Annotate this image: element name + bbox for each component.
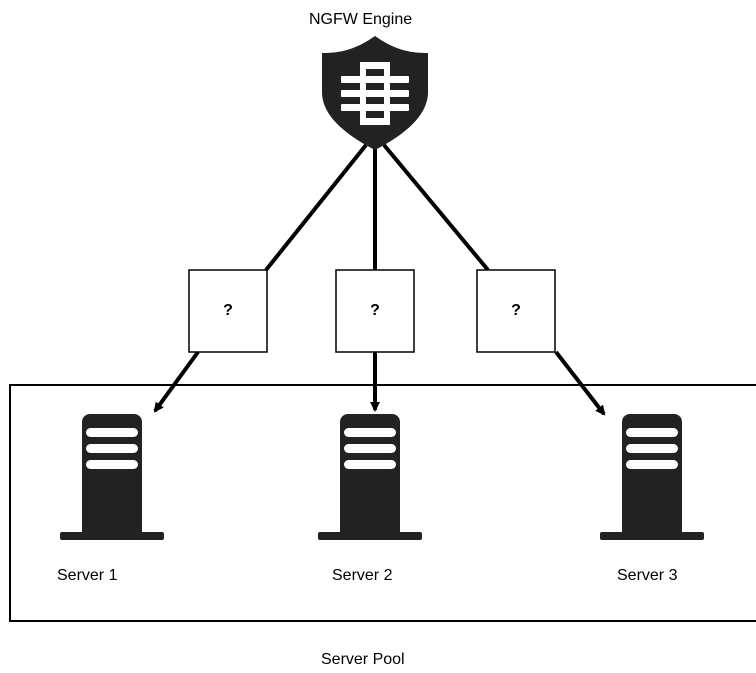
server-icon — [318, 414, 422, 540]
decision-label-1: ? — [223, 302, 233, 319]
server-label-2: Server 2 — [332, 567, 393, 584]
brick-wall-icon — [341, 62, 409, 125]
arrow-decision-1-server-1 — [153, 350, 200, 413]
connector-engine-decision-1 — [264, 143, 368, 272]
decision-label-3: ? — [511, 302, 521, 319]
server-pool-box — [9, 384, 756, 622]
decision-box-2 — [335, 269, 415, 353]
server-pool-label: Server Pool — [321, 651, 405, 668]
firewall-shield-icon — [322, 36, 428, 150]
engine-label: NGFW Engine — [309, 11, 413, 28]
arrow-decision-3-server-3 — [554, 350, 606, 416]
server-label-1: Server 1 — [57, 567, 118, 584]
server-icon — [600, 414, 704, 540]
server-label-3: Server 3 — [617, 567, 678, 584]
decision-box-1 — [188, 269, 268, 353]
decision-label-2: ? — [370, 302, 380, 319]
decision-box-3 — [476, 269, 556, 353]
server-icon — [60, 414, 164, 540]
connector-engine-decision-3 — [382, 143, 490, 272]
